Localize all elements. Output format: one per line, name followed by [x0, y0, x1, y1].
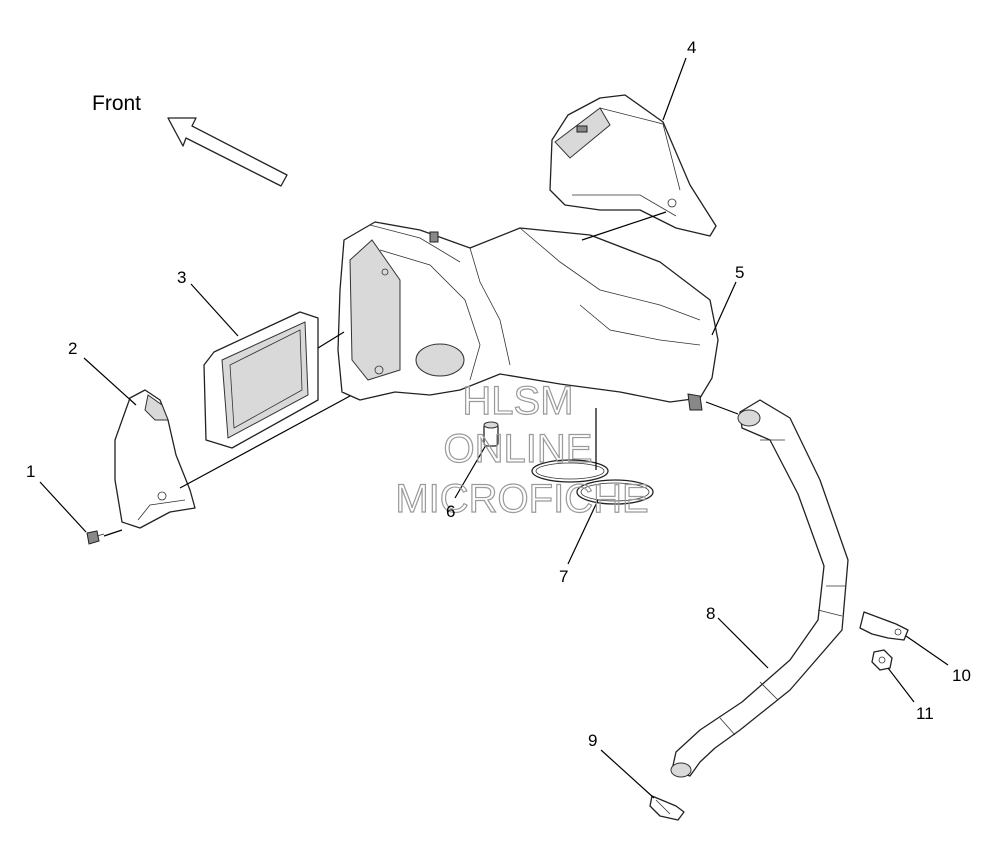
callout-2: 2: [68, 339, 77, 358]
watermark-line-1: HLSM: [462, 379, 573, 423]
leader-lines: [39, 57, 949, 799]
callout-11: 11: [916, 704, 934, 723]
callout-1: 1: [26, 462, 35, 481]
callout-9: 9: [588, 731, 597, 750]
callout-7: 7: [559, 567, 568, 586]
part-11-nut: [871, 649, 893, 671]
part-6-fitting: [483, 421, 499, 447]
callout-labels: 1 2 3 4 5 6 7 8 9 10 11: [26, 38, 971, 750]
watermark: HLSM ONLINE MICROFICHE: [395, 378, 650, 521]
front-direction-indicator: Front: [92, 92, 288, 187]
part-9-clamp: [649, 795, 685, 821]
callout-4: 4: [687, 38, 696, 57]
part-5-airbox: [337, 221, 719, 411]
part-1-screw: [86, 530, 105, 545]
watermark-line-2: ONLINE: [444, 427, 593, 471]
part-2-cover: [114, 389, 196, 529]
part-4-shield: [549, 94, 717, 237]
front-arrow: [167, 117, 288, 187]
part-7-orings: [531, 459, 654, 505]
callout-10: 10: [952, 666, 971, 685]
callout-6: 6: [446, 502, 455, 521]
callout-3: 3: [177, 268, 186, 287]
part-3-filter: [203, 311, 319, 449]
part-8-hose: [670, 399, 849, 778]
front-label: Front: [92, 92, 141, 115]
watermark-line-3: MICROFICHE: [395, 477, 648, 521]
callout-5: 5: [735, 263, 744, 282]
callout-8: 8: [706, 604, 715, 623]
part-10-clip: [859, 611, 909, 641]
